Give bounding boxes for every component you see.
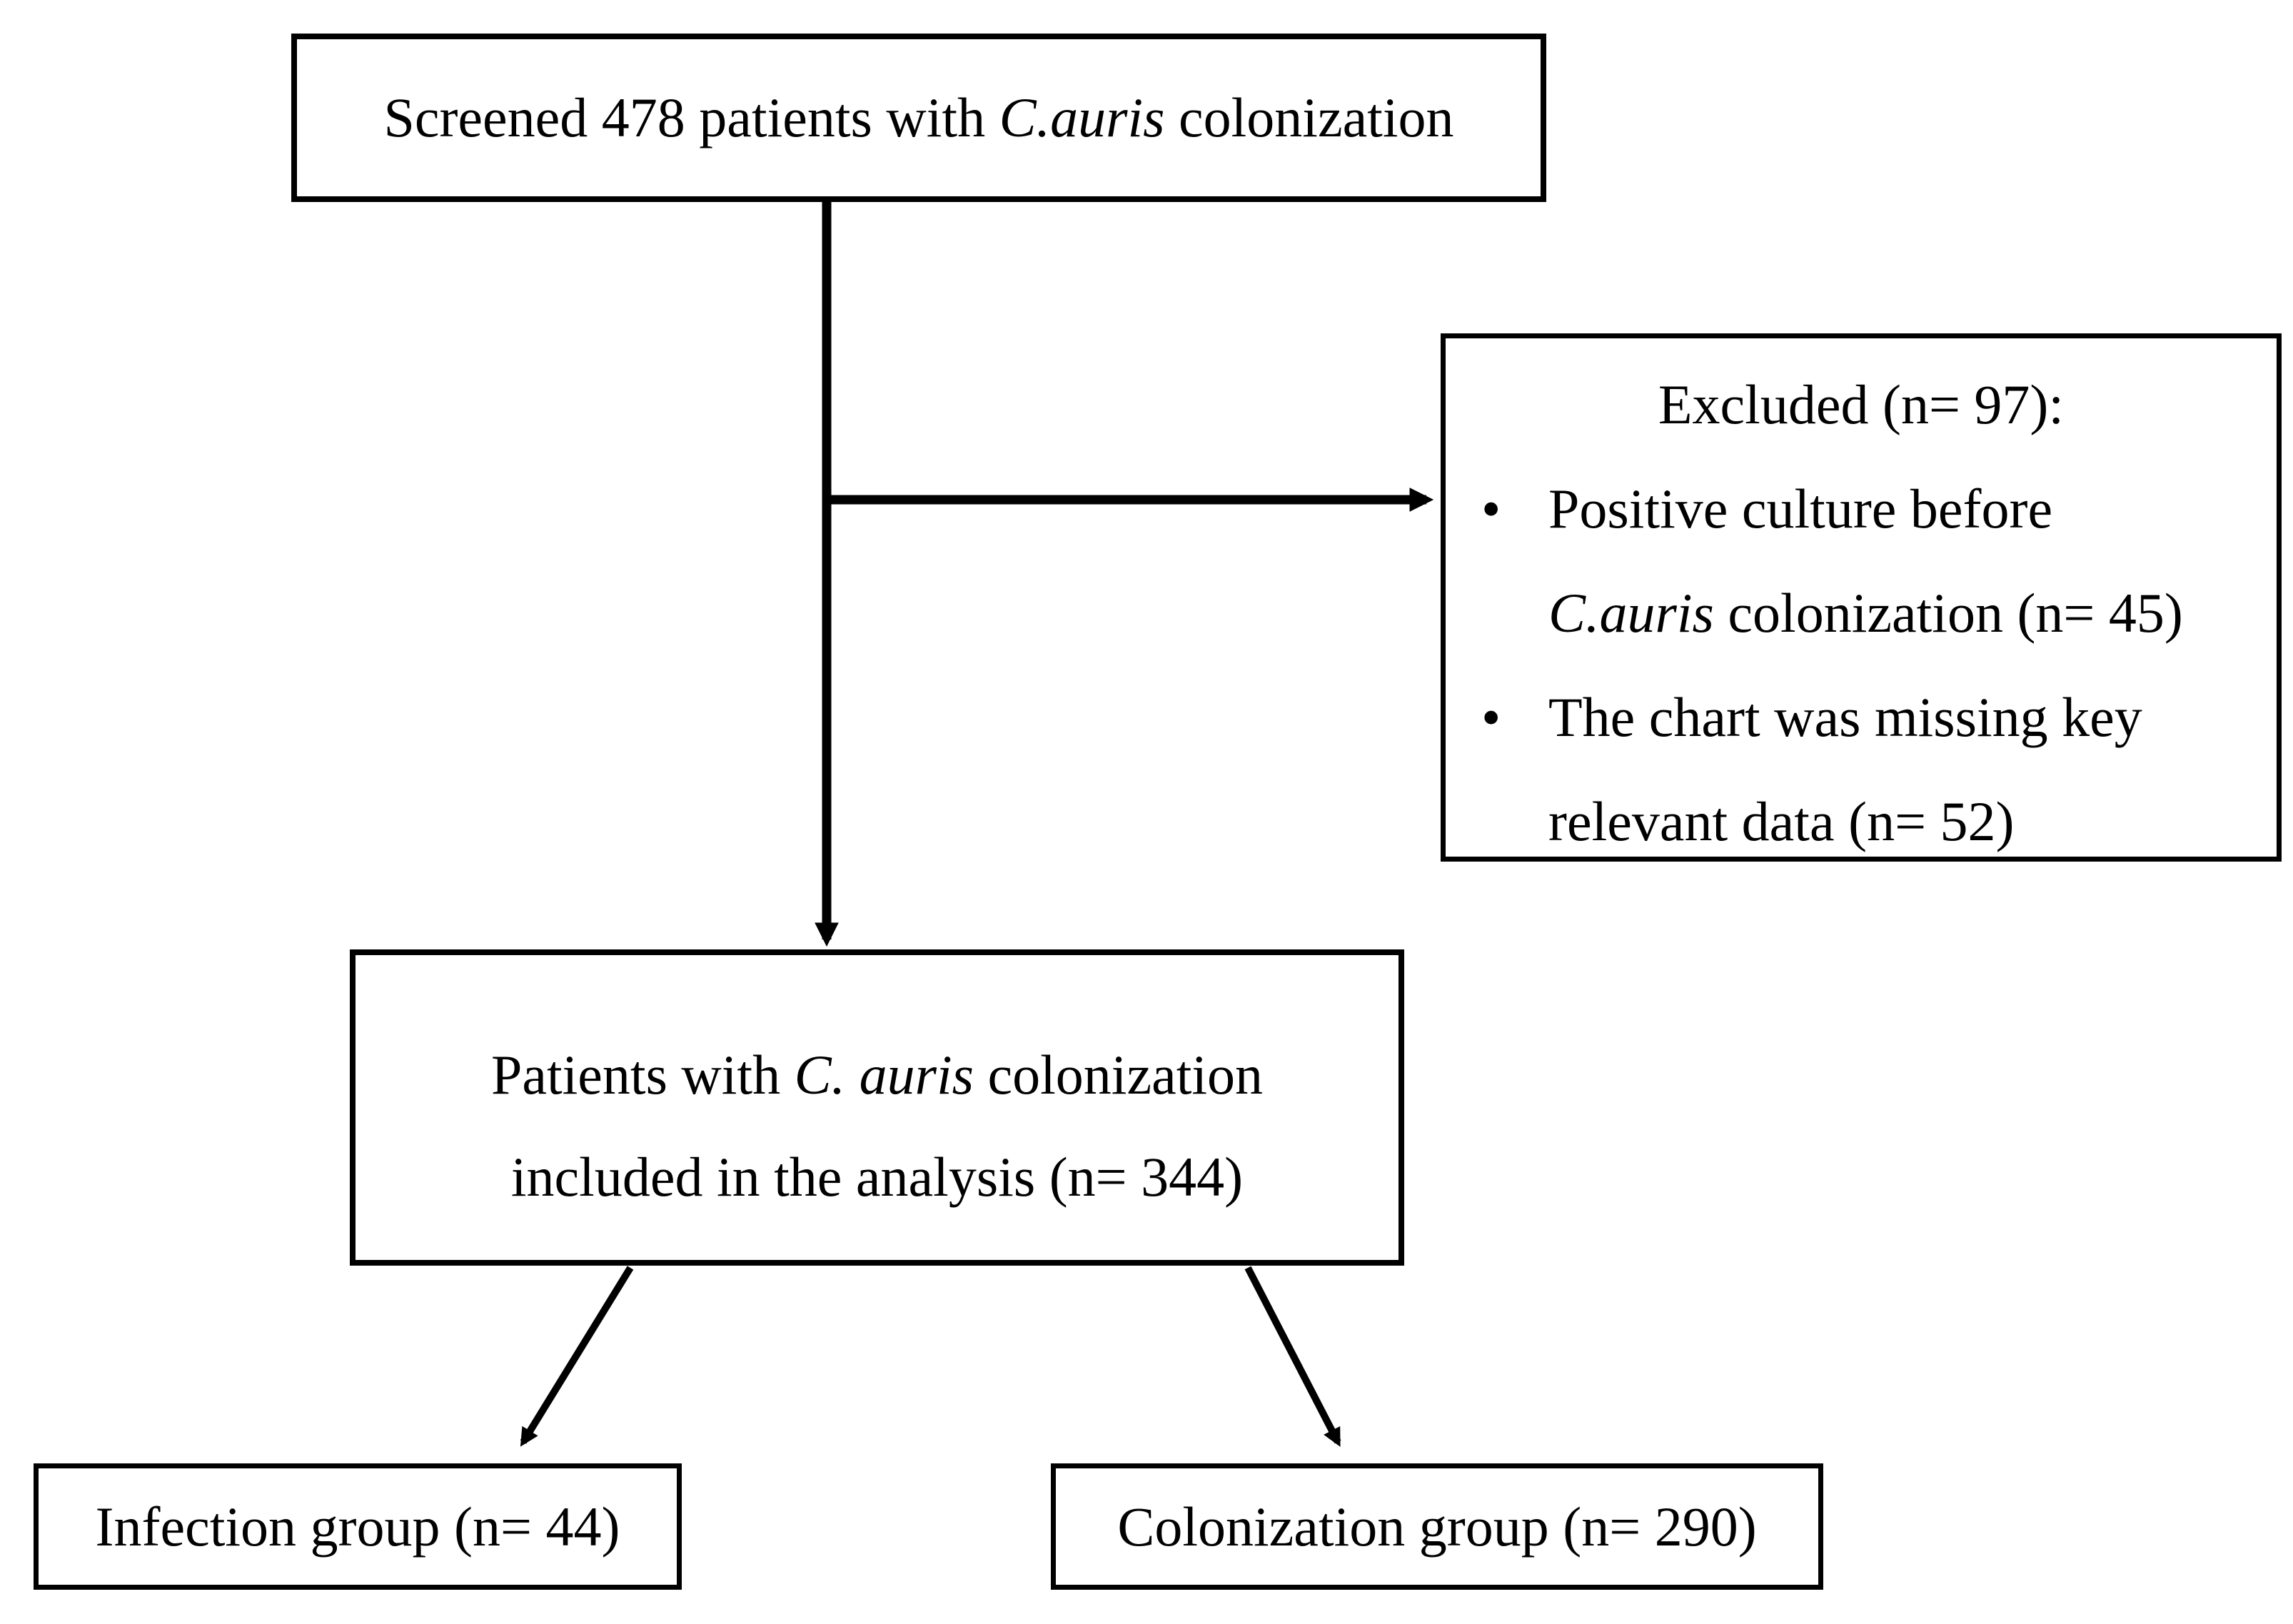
colonization-group-label: Colonization group (n= 290) [1117,1495,1757,1558]
excluded-item1-text: Positive culture before [1548,478,2053,540]
excluded-item1-line2: C.auris colonization (n= 45) [1446,561,2277,665]
arrow-included-to-infection [520,1266,634,1447]
included-line1-post: colonization [974,1043,1264,1106]
screened-text-pre: Screened 478 patients with [383,86,999,148]
bullet-icon: • [1481,478,1501,540]
excluded-item1-line1: • Positive culture before [1446,457,2277,561]
included-line1-pre: Patients with [490,1043,795,1106]
infection-group-box: Infection group (n= 44) [34,1463,682,1590]
included-line2: included in the analysis (n= 344) [510,1145,1244,1208]
included-box: Patients with C. auris colonization incl… [350,949,1404,1266]
screened-species-italic: C.auris [999,86,1165,148]
included-species-italic: C. auris [794,1043,974,1106]
included-line1: Patients with C. auris colonization [491,1024,1263,1126]
screened-box: Screened 478 patients with C.auris colon… [291,34,1546,202]
excluded-item2-line1: • The chart was missing key [1446,665,2277,770]
infection-group-label: Infection group (n= 44) [95,1495,620,1558]
excluded-title: Excluded (n= 97): [1658,373,2065,435]
excluded-item1-line2-text: colonization (n= 45) [1713,582,2183,644]
excluded-item2-text: The chart was missing key [1548,686,2142,748]
screened-text: Screened 478 patients with C.auris colon… [383,86,1453,150]
excluded-item1-species-italic: C.auris [1548,582,1714,644]
excluded-item2-line2: relevant data (n= 52) [1548,790,2015,852]
screened-text-post: colonization [1164,86,1454,148]
arrow-included-to-colonization [1244,1266,1341,1447]
excluded-box: Excluded (n= 97): • Positive culture befo… [1441,333,2282,862]
colonization-group-box: Colonization group (n= 290) [1051,1463,1823,1590]
bullet-icon: • [1481,686,1501,748]
